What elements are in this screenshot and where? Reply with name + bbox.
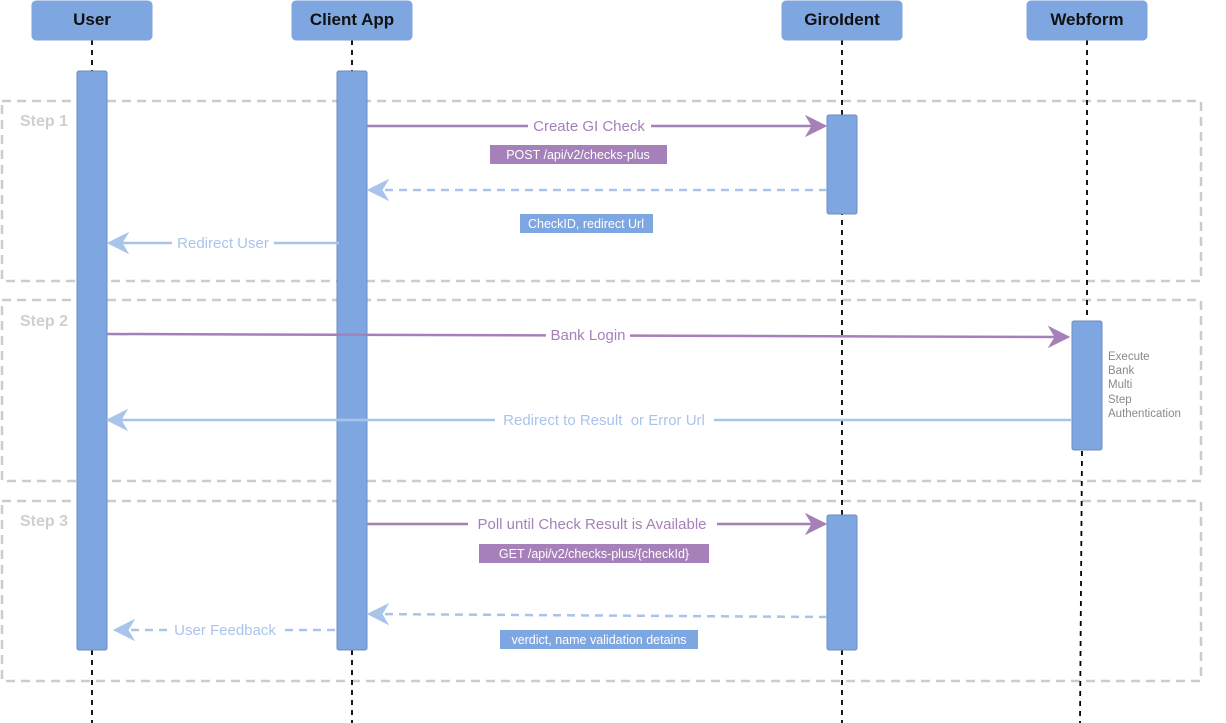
message-redirect-user: Redirect User [106, 231, 339, 255]
note-line-2: Bank [1108, 365, 1134, 377]
actor-giroident: GiroIdent [781, 0, 903, 41]
message-poll-tag-bg [479, 544, 709, 563]
actor-user-label: User [73, 10, 111, 29]
activation-giroident-2 [826, 514, 858, 651]
note-authentication: Execute Bank Multi Step Authentication [1108, 351, 1181, 420]
message-poll-label: Poll until Check Result is Available [477, 516, 706, 533]
note-line-5: Authentication [1108, 408, 1181, 420]
actor-user: User [31, 0, 153, 41]
note-line-1: Execute [1108, 351, 1150, 363]
message-create-gi-check-tag-bg [490, 145, 667, 164]
actor-client-app: Client App [291, 0, 413, 41]
activation-giroident-1 [826, 114, 858, 215]
message-create-gi-check-label: Create GI Check [533, 118, 645, 135]
message-checkid-tag-bg [520, 214, 653, 233]
step-frame-2: Step 2 [0, 298, 1203, 483]
message-bank-login: Bank Login [106, 325, 1071, 349]
step-1-label: Step 1 [20, 113, 68, 130]
message-verdict-tag: verdict, name validation detains [511, 633, 686, 647]
step-frame-3: Step 3 [0, 499, 1203, 683]
actor-webform: Webform [1026, 0, 1148, 41]
note-line-3: Multi [1108, 379, 1132, 391]
message-bank-login-label: Bank Login [550, 327, 625, 344]
message-verdict-tag-bg [500, 630, 698, 649]
actor-webform-label: Webform [1050, 10, 1123, 29]
step-3-label: Step 3 [20, 513, 68, 530]
step-2-label: Step 2 [20, 313, 68, 330]
activation-user [76, 70, 108, 651]
message-create-gi-check-tag: POST /api/v2/checks-plus [506, 148, 650, 162]
message-checkid-response: CheckID, redirect Url [366, 178, 827, 233]
message-poll-tag: GET /api/v2/checks-plus/{checkId} [499, 547, 689, 561]
message-user-feedback-label: User Feedback [174, 622, 276, 639]
note-line-4: Step [1108, 394, 1132, 406]
activation-webform [1071, 320, 1103, 451]
message-redirect-user-label: Redirect User [177, 235, 269, 252]
message-redirect-result: Redirect to Result or Error Url [105, 408, 1072, 432]
step-frame-1: Step 1 [0, 99, 1203, 283]
message-verdict-response: verdict, name validation detains [366, 602, 828, 649]
message-poll-check-result: Poll until Check Result is Available GET… [367, 512, 828, 563]
actor-giroident-label: GiroIdent [804, 10, 880, 29]
message-create-gi-check: Create GI Check POST /api/v2/checks-plus [367, 114, 828, 164]
message-user-feedback: User Feedback [112, 618, 335, 642]
message-checkid-tag: CheckID, redirect Url [528, 217, 644, 231]
lifeline-webform-bottom [1079, 450, 1083, 723]
message-redirect-result-label: Redirect to Result or Error Url [503, 412, 705, 429]
activation-client-app [336, 70, 368, 651]
actor-client-app-label: Client App [310, 10, 394, 29]
